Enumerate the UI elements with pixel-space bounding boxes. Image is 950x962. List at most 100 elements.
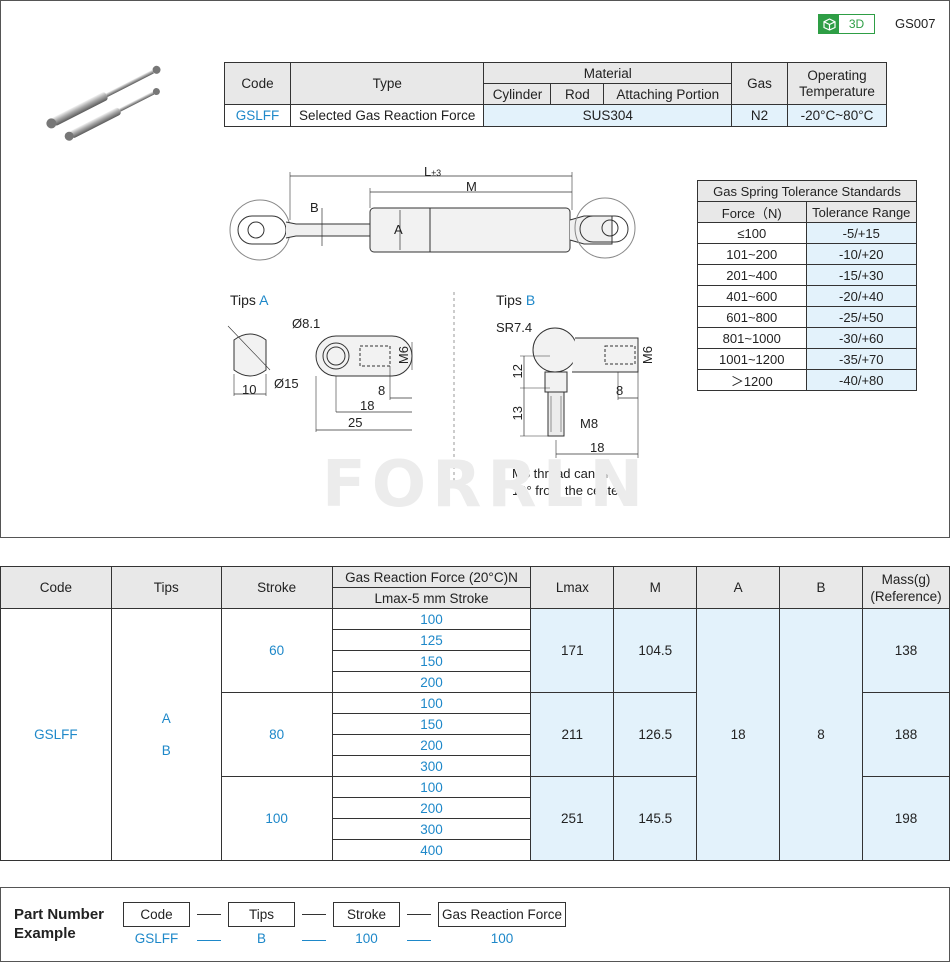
tolerance-title: Gas Spring Tolerance Standards <box>697 180 917 202</box>
pn-value-code: GSLFF <box>134 931 179 946</box>
tips-a-letter: A <box>259 292 269 308</box>
catalog-code: GS007 <box>895 16 936 31</box>
3d-model-button[interactable]: 3D <box>818 14 875 34</box>
lmax-cell: 211 <box>530 692 615 777</box>
dim-A: A <box>394 222 403 237</box>
stroke-cell: 80 <box>220 692 333 777</box>
tips-a-x18: 18 <box>360 398 375 413</box>
m-cell: 126.5 <box>613 692 698 777</box>
tolerance-force-cell: 201~400 <box>697 264 807 286</box>
tolerance-range-cell: -30/+60 <box>805 327 918 349</box>
tolerance-range-cell: -5/+15 <box>805 222 918 244</box>
spec-header-cylinder: Cylinder <box>483 83 552 105</box>
force-cell: 100 <box>331 692 532 714</box>
spec-header-gas: Gas <box>731 62 789 105</box>
pn-dash <box>302 914 326 915</box>
model-table: Code Tips Stroke Gas Reaction Force (20°… <box>0 566 950 861</box>
stroke-cell: 100 <box>220 776 333 861</box>
tolerance-table: Gas Spring Tolerance Standards Force（N) … <box>697 180 918 391</box>
dim-L: L±3 <box>424 164 441 179</box>
pn-value-dash <box>302 940 326 941</box>
tolerance-force-cell: ＞1200 <box>697 369 807 391</box>
a-cell: 18 <box>696 608 781 861</box>
spec-header-rod: Rod <box>550 83 605 105</box>
force-cell: 300 <box>331 818 532 840</box>
tips-b-title: Tips B <box>496 292 535 308</box>
tolerance-force-cell: 801~1000 <box>697 327 807 349</box>
tips-b-label: Tips <box>496 292 522 308</box>
tolerance-range-cell: -10/+20 <box>805 243 918 265</box>
tilt-note-line2: 10° from the center. <box>512 483 626 498</box>
col-force: Gas Reaction Force (20°C)N <box>331 566 532 588</box>
part-number-panel <box>0 887 950 962</box>
pn-value-force: 100 <box>490 931 514 946</box>
col-b: B <box>779 566 863 609</box>
force-cell: 400 <box>331 839 532 861</box>
tips-a-m6: M6 <box>396 346 411 365</box>
spec-header-attaching: Attaching Portion <box>603 83 733 105</box>
dim-M: M <box>466 179 477 194</box>
dim-B: B <box>310 200 319 215</box>
tolerance-row: 201~400-15/+30 <box>697 264 918 286</box>
spec-header-temp: Operating Temperature <box>787 62 887 105</box>
spec-table: Code Type Material Gas Operating Tempera… <box>224 62 887 127</box>
dim-L-text: L <box>424 164 432 179</box>
col-a: A <box>696 566 781 609</box>
tolerance-row: 101~200-10/+20 <box>697 243 918 265</box>
technical-drawing: L±3 M A B Tips A Ø8.1 Ø15 10 M6 8 18 25 … <box>220 150 690 510</box>
pn-box-stroke: Stroke <box>333 902 400 927</box>
tips-a-title: Tips A <box>230 292 268 308</box>
spec-type-cell: Selected Gas Reaction Force <box>289 104 485 127</box>
tips-b-letter: B <box>525 292 536 308</box>
pn-value-dash <box>197 940 221 941</box>
col-lmax: Lmax <box>530 566 615 609</box>
tips-b-h12: 12 <box>510 364 525 379</box>
pn-value-tips: B <box>256 931 266 946</box>
pn-box-code: Code <box>123 902 190 927</box>
tolerance-header-range: Tolerance Range <box>805 201 918 223</box>
m-cell: 145.5 <box>613 776 698 861</box>
stroke-cell: 60 <box>220 608 333 693</box>
dim-L-tol: ±3 <box>431 168 442 178</box>
tilt-note: M8 thread can tilt 10° from the center. <box>512 465 626 499</box>
tolerance-row: ≤100-5/+15 <box>697 222 918 244</box>
col-force-sub: Lmax-5 mm Stroke <box>331 587 532 609</box>
spec-code-cell: GSLFF <box>224 104 291 127</box>
part-number-title-line1: Part Number <box>14 906 105 923</box>
force-cell: 100 <box>331 776 532 798</box>
tolerance-row: ＞1200-40/+80 <box>697 369 918 391</box>
pn-value-dash <box>407 940 431 941</box>
pn-dash <box>197 914 221 915</box>
lmax-cell: 171 <box>530 608 615 693</box>
tips-b-sr: SR7.4 <box>496 320 533 335</box>
col-mass-sub: (Reference) <box>870 588 942 604</box>
tolerance-row: 801~1000-30/+60 <box>697 327 918 349</box>
tolerance-force-cell: ≤100 <box>697 222 807 244</box>
mass-cell: 138 <box>861 608 950 693</box>
watermark-logo: FORRLN <box>322 448 650 522</box>
tips-a-d2: Ø15 <box>274 376 299 391</box>
force-cell: 100 <box>331 608 532 630</box>
force-cell: 200 <box>331 671 532 693</box>
tolerance-row: 1001~1200-35/+70 <box>697 348 918 370</box>
tolerance-range-cell: -40/+80 <box>805 369 918 391</box>
table-row: 150 <box>1 713 950 735</box>
col-code: Code <box>0 566 112 609</box>
m-cell: 104.5 <box>613 608 698 693</box>
tips-a-x25: 25 <box>348 415 363 430</box>
spec-header-code: Code <box>224 62 291 105</box>
tolerance-force-cell: 1001~1200 <box>697 348 807 370</box>
tolerance-range-cell: -35/+70 <box>805 348 918 370</box>
drawing-lines <box>227 172 639 490</box>
col-m: M <box>613 566 698 609</box>
table-row: 200 <box>1 797 950 819</box>
pn-value-stroke: 100 <box>355 931 378 946</box>
tips-b-m6: M6 <box>640 346 655 365</box>
cube-icon <box>819 15 839 33</box>
mass-cell: 188 <box>861 692 950 777</box>
col-stroke: Stroke <box>220 566 333 609</box>
tips-value: A <box>161 710 171 726</box>
